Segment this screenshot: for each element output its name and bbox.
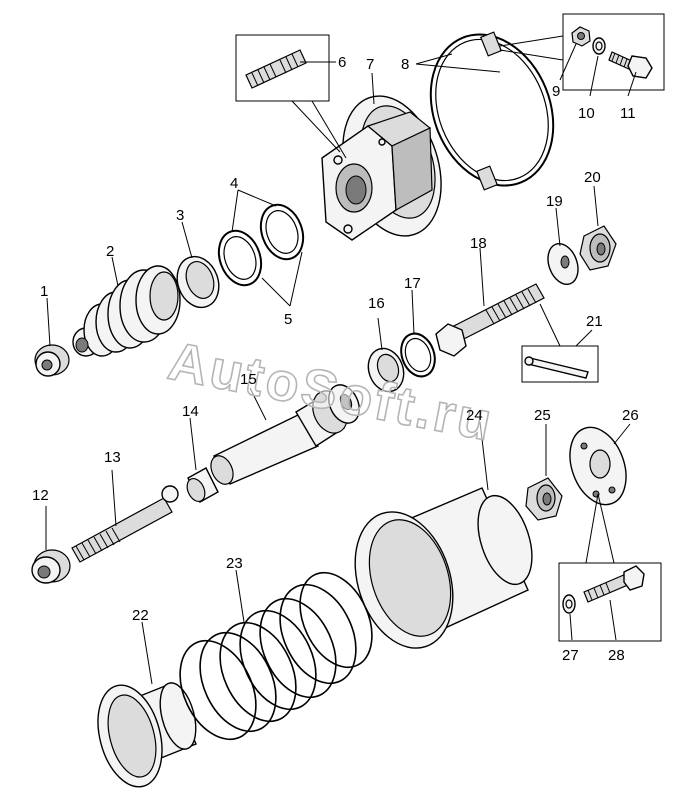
callout-22: 22	[132, 607, 149, 624]
leader-lines	[45, 35, 637, 685]
callout-3: 3	[176, 207, 184, 224]
part-3-ring	[176, 255, 220, 309]
part-28-bolt	[583, 565, 645, 603]
inset-box-stud	[235, 34, 330, 102]
callout-10: 10	[578, 105, 595, 122]
part-23-spring	[179, 571, 373, 741]
part-27-washer	[562, 594, 576, 614]
part-1-cap-nut	[34, 344, 70, 377]
part-12-spring-nut	[31, 549, 71, 584]
callout-6: 6	[338, 54, 346, 71]
part-25-nut	[525, 477, 563, 521]
part-16-ring	[367, 347, 405, 393]
callout-26: 26	[622, 407, 639, 424]
callout-25: 25	[534, 407, 551, 424]
part-24-canister	[354, 487, 533, 649]
callout-27: 27	[562, 647, 579, 664]
part-2-bellows-boot	[72, 265, 181, 357]
callout-2: 2	[106, 243, 114, 260]
callout-24: 24	[466, 407, 483, 424]
callout-18: 18	[470, 235, 487, 252]
callout-19: 19	[546, 193, 563, 210]
callout-4: 4	[230, 175, 238, 192]
part-8-clamp-band	[429, 31, 555, 191]
part-19-washer	[547, 242, 579, 286]
part-4-5-o-rings	[217, 203, 305, 287]
inset-box-fasteners	[562, 13, 665, 91]
callout-7: 7	[366, 56, 374, 73]
part-18-bolt	[435, 283, 545, 357]
part-7-housing	[321, 95, 442, 241]
part-6-stud	[245, 49, 307, 89]
part-10-washer	[592, 37, 606, 55]
callout-9: 9	[552, 83, 560, 100]
part-21-cotter-pin	[524, 356, 589, 379]
part-15-piston-rod	[210, 384, 360, 485]
callout-12: 12	[32, 487, 49, 504]
callout-15: 15	[240, 371, 257, 388]
callout-20: 20	[584, 169, 601, 186]
callout-16: 16	[368, 295, 385, 312]
callout-11: 11	[620, 105, 636, 122]
part-17-o-ring	[400, 332, 436, 378]
part-20-castle-nut	[579, 225, 617, 271]
part-13-threaded-rod	[71, 485, 179, 563]
callout-5: 5	[284, 311, 292, 328]
callout-17: 17	[404, 275, 421, 292]
callout-21: 21	[586, 313, 603, 330]
callout-14: 14	[182, 403, 199, 420]
callout-8: 8	[401, 56, 409, 73]
part-26-flange	[569, 426, 627, 506]
callout-1: 1	[40, 283, 48, 300]
callout-28: 28	[608, 647, 625, 664]
callout-13: 13	[104, 449, 121, 466]
part-14-sleeve	[186, 467, 219, 503]
part-22-cup	[97, 682, 197, 788]
part-9-nut	[571, 26, 591, 47]
callout-23: 23	[226, 555, 243, 572]
part-11-bolt	[608, 51, 653, 79]
callout-labels: 1 2 3 4 5 6 7 8 9 10 11 12 13 14 15 16 1…	[32, 54, 639, 664]
inset-box-bolt-washer	[558, 562, 662, 642]
